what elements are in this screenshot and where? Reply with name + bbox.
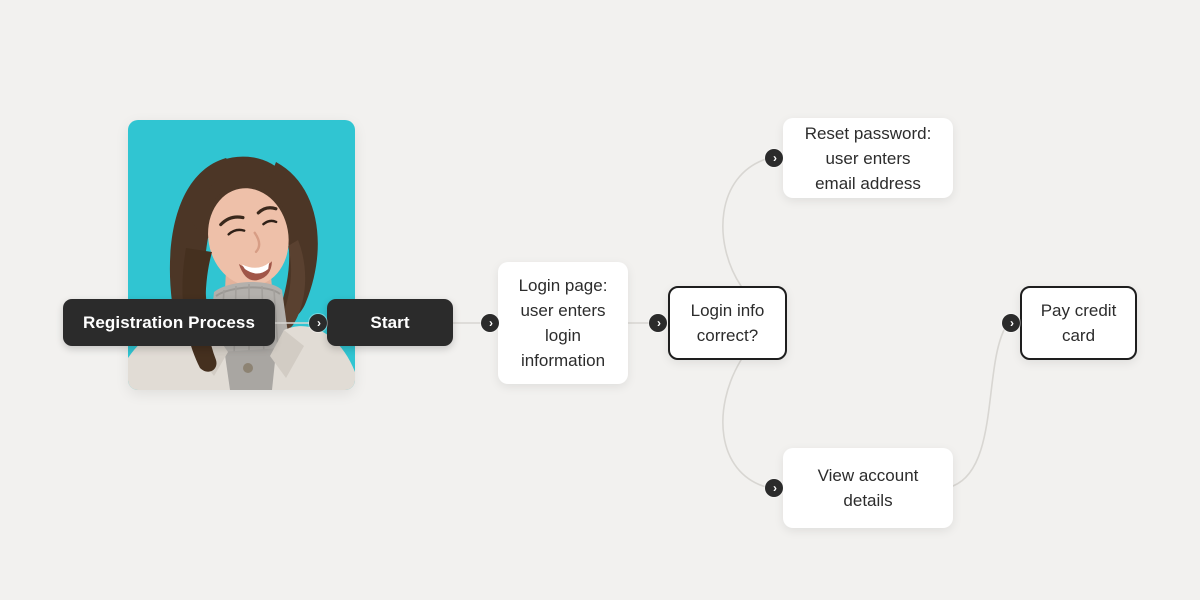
connector-login-info-view-account (722, 359, 767, 488)
chevron-right-icon: › (1002, 314, 1020, 332)
flow-node-reset-password: Reset password: user enters email addres… (783, 118, 953, 198)
chevron-right-icon: › (765, 479, 783, 497)
flow-node-registration-process: Registration Process (63, 299, 275, 346)
flow-node-pay-credit-card: Pay credit card (1020, 286, 1137, 360)
connector-login-info-reset-password (722, 158, 767, 287)
node-label-registration-process: Registration Process (82, 313, 256, 332)
flow-node-start: Start (327, 299, 453, 346)
node-label-login-page: Login page: user enters login informatio… (518, 276, 608, 370)
chevron-right-icon: › (649, 314, 667, 332)
chevron-right-icon: › (309, 314, 327, 332)
node-label-start: Start (370, 313, 410, 332)
portrait-photo-graphic (128, 120, 355, 390)
node-label-login-info-correct: Login info correct? (690, 301, 765, 345)
flow-node-view-account-details: View account details (783, 448, 953, 528)
flow-node-login-info-correct: Login info correct? (668, 286, 787, 360)
node-label-reset-password: Reset password: user enters email addres… (804, 123, 932, 193)
flow-node-login-page: Login page: user enters login informatio… (498, 262, 628, 384)
chevron-right-icon: › (765, 149, 783, 167)
node-label-view-account-details: View account details (817, 466, 919, 510)
node-label-pay-credit-card: Pay credit card (1040, 301, 1117, 345)
chevron-right-icon: › (481, 314, 499, 332)
portrait-photo (128, 120, 355, 390)
connector-view-account-pay-credit (952, 329, 1005, 487)
